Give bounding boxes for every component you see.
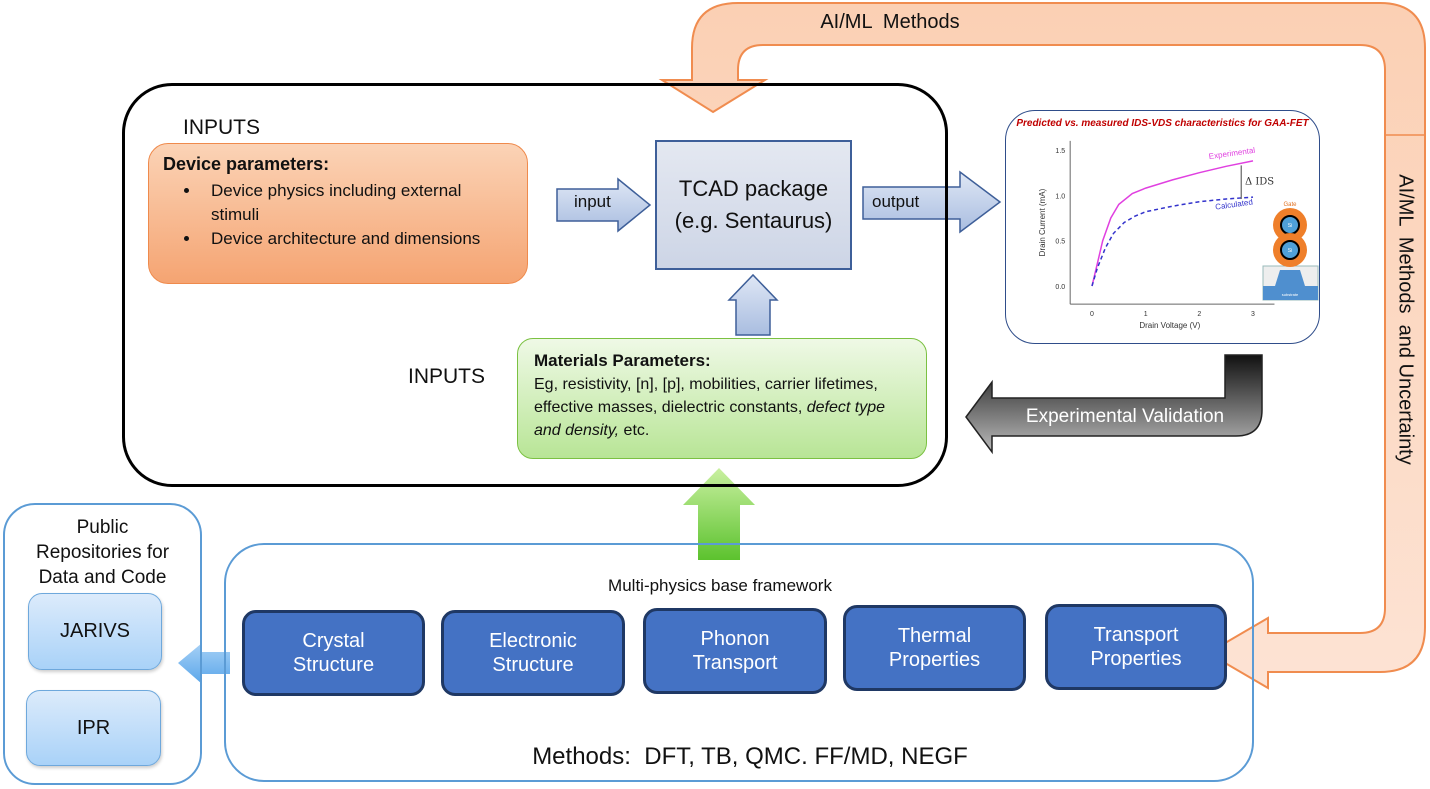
si-label: Si — [1288, 248, 1292, 254]
series-line-experimental — [1091, 160, 1254, 287]
series-line-calculated — [1091, 196, 1254, 287]
materials-text-italic: defect type and density, — [534, 399, 885, 439]
module-electronic-structure: Electronic Structure — [441, 610, 625, 696]
tcad-package-box: TCAD package (e.g. Sentaurus) — [655, 140, 852, 270]
multi-physics-framework — [224, 543, 1254, 782]
materials-title: Materials Parameters: — [534, 351, 711, 370]
tcad-inputs-container — [122, 83, 948, 487]
materials-parameters-box: Materials Parameters: Eg, resistivity, [… — [517, 338, 927, 459]
input-arrow — [556, 177, 652, 233]
framework-title: Multi-physics base framework — [608, 576, 832, 595]
repository-jarivs[interactable]: JARIVS — [28, 593, 162, 670]
framework-to-materials-arrow — [683, 468, 755, 560]
x-axis-label: Drain Voltage (V) — [1139, 321, 1200, 330]
device-parameter-item: Device physics including external stimul… — [201, 179, 513, 227]
delta-ids-annotation: Δ IDS — [1245, 176, 1274, 187]
output-arrow — [862, 170, 1002, 234]
device-parameter-item: Device architecture and dimensions — [201, 227, 513, 251]
x-tick-label: 2 — [1197, 311, 1201, 318]
module-crystal-structure: Crystal Structure — [242, 610, 425, 696]
x-tick-label: 1 — [1144, 311, 1148, 318]
ai-ml-feedback-arrow — [658, 2, 1426, 690]
y-tick-label: 0.5 — [1055, 239, 1065, 246]
ai-ml-top-label: AI/ML Methods — [820, 11, 960, 33]
module-phonon-transport: Phonon Transport — [643, 608, 827, 694]
module-thermal-properties: Thermal Properties — [843, 605, 1026, 691]
x-tick-label: 0 — [1090, 311, 1094, 318]
y-tick-label: 1.5 — [1055, 148, 1065, 155]
device-parameters-box: Device parameters: Device physics includ… — [148, 143, 528, 284]
substrate-label: substrate — [1282, 292, 1299, 297]
iv-chart-inset — [1005, 110, 1320, 344]
chart-title: Predicted vs. measured IDS-VDS character… — [1016, 118, 1309, 129]
public-repositories-box — [3, 503, 202, 785]
y-axis-label: Drain Current (mA) — [1038, 188, 1047, 256]
materials-to-tcad-arrow — [727, 273, 779, 336]
experimental-validation-arrow — [965, 354, 1263, 455]
input-arrow-label: input — [574, 192, 611, 211]
si-label: Si — [1288, 223, 1292, 229]
y-tick-label: 0.0 — [1055, 284, 1065, 291]
tcad-subtitle: (e.g. Sentaurus) — [674, 208, 833, 233]
y-tick-label: 1.0 — [1055, 193, 1065, 200]
materials-text-end: etc. — [619, 422, 650, 439]
materials-text: Eg, resistivity, [n], [p], mobilities, c… — [534, 376, 878, 416]
si-channel — [1280, 240, 1300, 260]
tcad-title: TCAD package — [678, 176, 829, 201]
module-transport-properties: Transport Properties — [1045, 604, 1227, 690]
substrate — [1263, 270, 1318, 300]
experimental-validation-label: Experimental Validation — [1025, 406, 1225, 427]
ai-ml-side-label: AI/ML Methods and Uncertainty — [1394, 174, 1417, 465]
methods-label: Methods: DFT, TB, QMC. FF/MD, NEGF — [532, 743, 968, 770]
repository-ipr[interactable]: IPR — [26, 690, 161, 766]
device-parameters-title: Device parameters: — [163, 154, 330, 174]
inputs-label-middle: INPUTS — [408, 365, 486, 388]
output-arrow-label: output — [872, 192, 920, 211]
x-tick-label: 3 — [1251, 311, 1255, 318]
inputs-label-top: INPUTS — [183, 116, 261, 139]
framework-to-repositories-arrow — [178, 643, 230, 684]
gate-label: Gate — [1283, 202, 1297, 208]
repositories-title: Public Repositories for Data and Code — [35, 517, 170, 588]
